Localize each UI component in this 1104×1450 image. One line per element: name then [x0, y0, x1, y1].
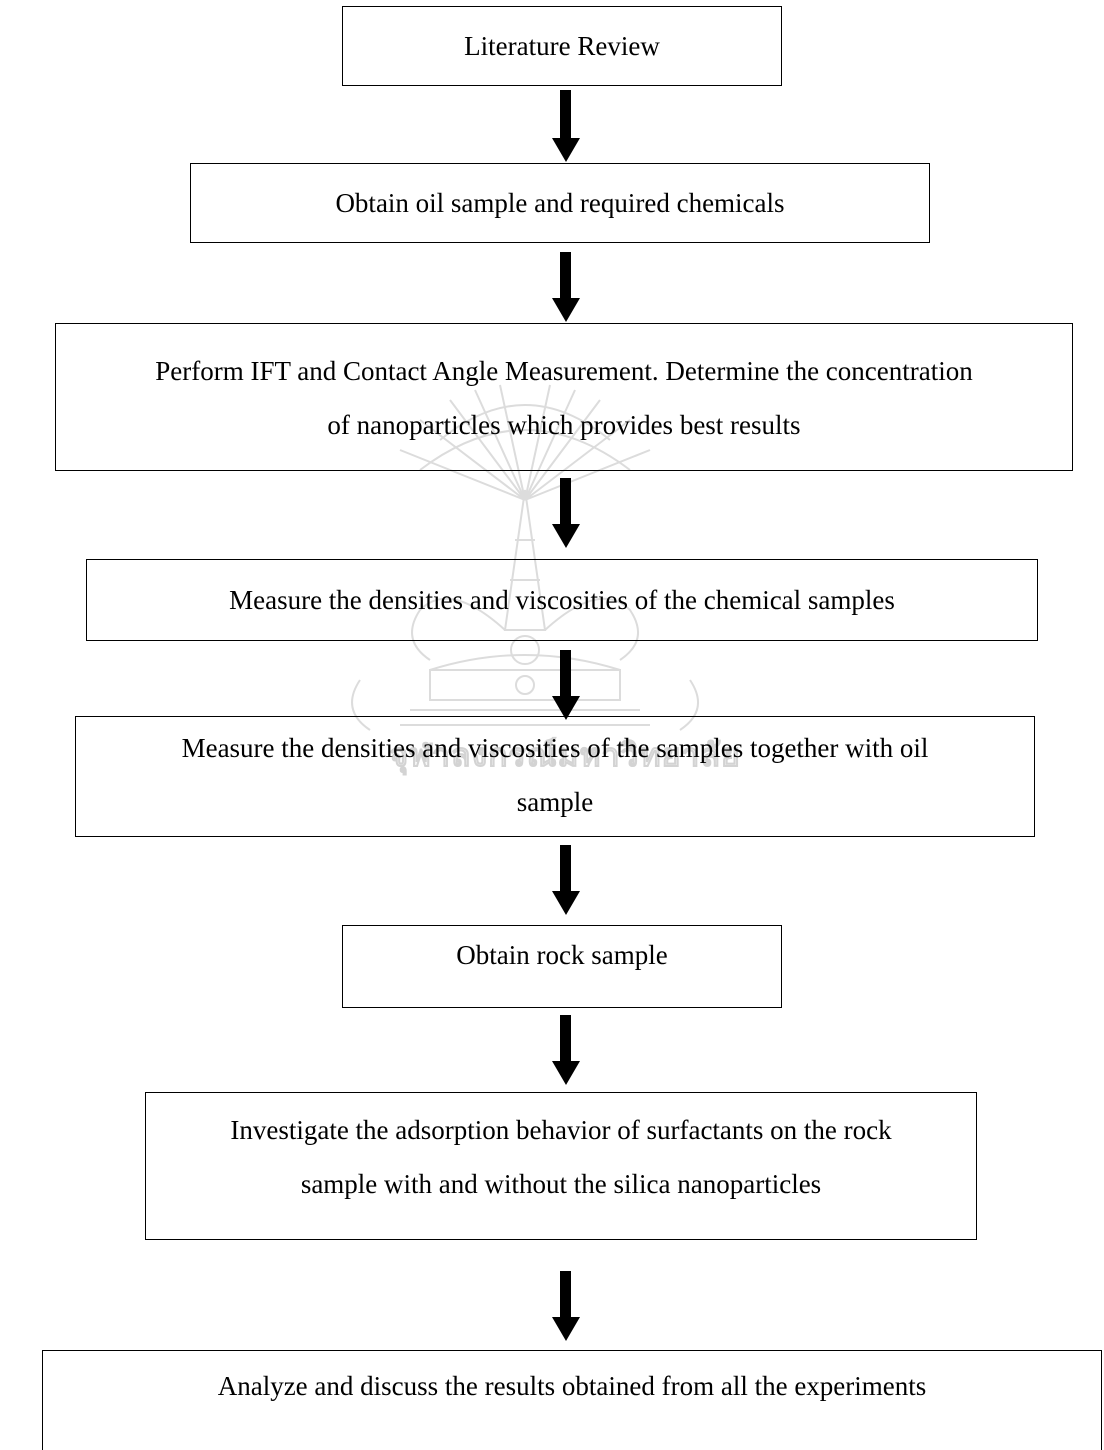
flow-step-1-text: Literature Review [464, 30, 660, 61]
flow-step-6-text: Obtain rock sample [456, 940, 668, 970]
flow-step-7-text-line-1: Investigate the adsorption behavior of s… [230, 1115, 892, 1145]
flow-step-7: Investigate the adsorption behavior of s… [145, 1092, 977, 1240]
arrow-down-5 [552, 845, 580, 915]
flow-step-3-text-line-1: Perform IFT and Contact Angle Measuremen… [155, 356, 973, 386]
flow-step-8: Analyze and discuss the results obtained… [42, 1350, 1102, 1450]
arrow-down-3 [552, 478, 580, 548]
flow-step-5: Measure the densities and viscosities of… [75, 716, 1035, 837]
flow-step-5-text-line-2: sample [516, 787, 594, 817]
flow-step-2: Obtain oil sample and required chemicals [190, 163, 930, 243]
flow-step-4-text: Measure the densities and viscosities of… [229, 584, 895, 615]
flow-step-8-text: Analyze and discuss the results obtained… [217, 1371, 927, 1401]
flow-step-3-text-line-2: of nanoparticles which provides best res… [327, 410, 801, 440]
arrow-down-6 [552, 1015, 580, 1085]
flow-step-1: Literature Review [342, 6, 782, 86]
flow-step-4: Measure the densities and viscosities of… [86, 559, 1038, 641]
arrow-down-4 [552, 650, 580, 720]
arrow-down-2 [552, 252, 580, 322]
flow-step-5-text-line-1: Measure the densities and viscosities of… [181, 733, 929, 763]
flow-step-3: Perform IFT and Contact Angle Measuremen… [55, 323, 1073, 471]
arrow-down-1 [552, 90, 580, 162]
flow-step-6: Obtain rock sample [342, 925, 782, 1008]
flow-step-7-text-line-2: sample with and without the silica nanop… [300, 1169, 822, 1199]
arrow-down-7 [552, 1271, 580, 1341]
watermark-text: จุฬาลงกรณ์มหาวิทยาลัย [389, 736, 741, 775]
university-seal-watermark [351, 384, 699, 731]
flow-step-2-text: Obtain oil sample and required chemicals [335, 187, 785, 218]
